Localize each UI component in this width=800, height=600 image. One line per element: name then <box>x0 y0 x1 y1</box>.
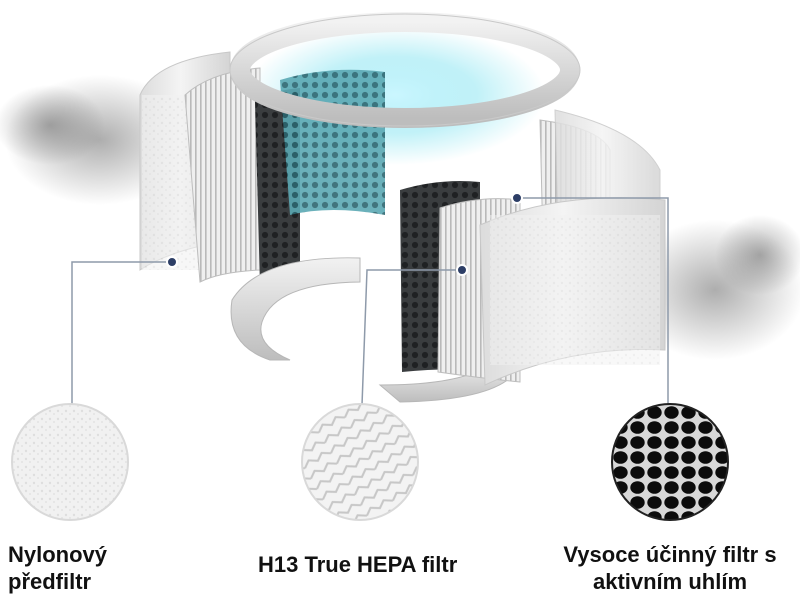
carbon-label: Vysoce účinný filtr s aktivním uhlím <box>545 541 795 595</box>
top-ring <box>229 12 581 128</box>
bottom-ring-left <box>230 257 361 361</box>
prefilter-label: Nylonový předfiltr <box>8 541 178 595</box>
carbon-label-line1: Vysoce účinný filtr s <box>563 542 777 567</box>
pleated-hepa-texture-icon <box>301 403 419 521</box>
honeycomb-carbon-texture-icon <box>611 403 729 521</box>
prefilter-label-line1: Nylonový <box>8 542 108 567</box>
carbon-label-line2: aktivním uhlím <box>592 569 748 594</box>
callout-prefilter <box>71 256 178 405</box>
callout-hepa <box>361 264 468 406</box>
hepa-back-left <box>184 67 261 283</box>
prefilter-front-mesh <box>490 215 660 365</box>
nylon-mesh-texture-icon <box>11 403 129 521</box>
dust-smoke-right <box>625 215 800 360</box>
carbon-inner-lit <box>280 69 385 215</box>
hepa-label: H13 True HEPA filtr <box>258 552 458 577</box>
prefilter-label-line2: předfiltr <box>8 569 92 594</box>
callout-carbon <box>511 192 669 405</box>
